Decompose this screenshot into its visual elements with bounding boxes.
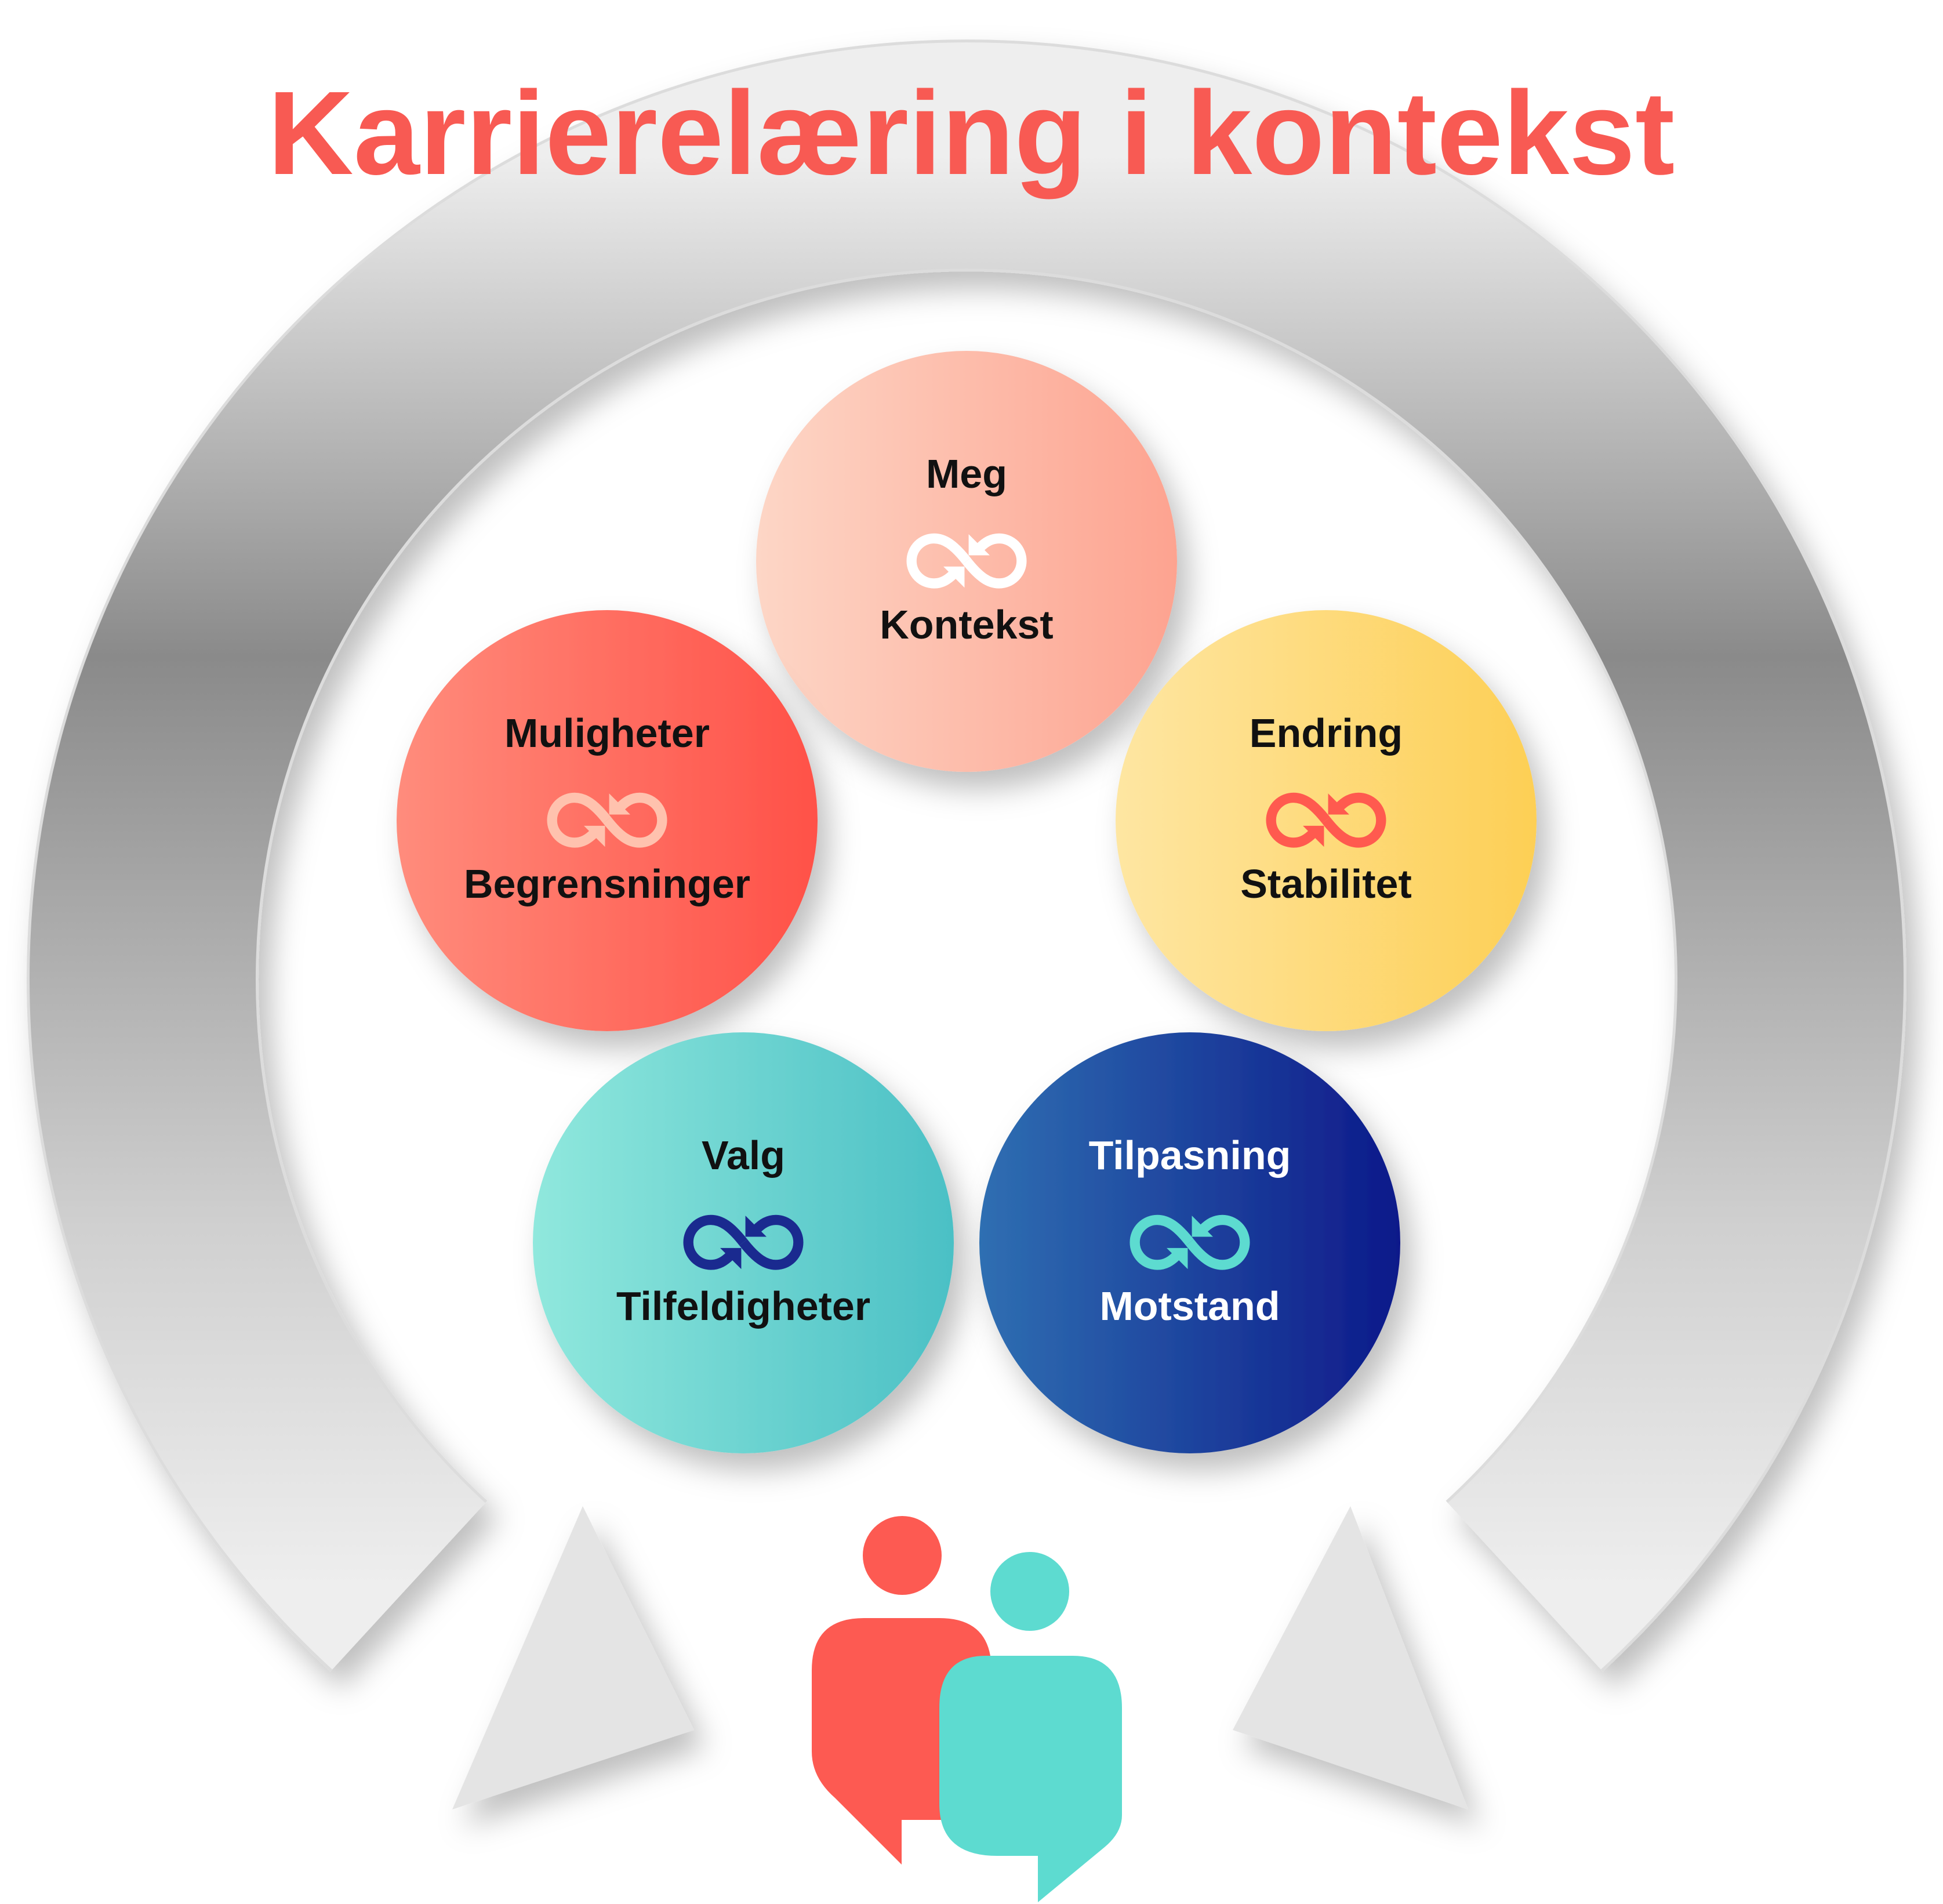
circle-tilpasning: Tilpasning Motstand [979,1032,1400,1453]
circle-valg: Valg Tilfeldigheter [533,1032,954,1453]
arrowhead-right [1233,1506,1468,1809]
circle-tilpasning-bottom-label: Motstand [1099,1283,1280,1329]
person-teal-head [990,1552,1069,1631]
circle-endring-top-label: Endring [1250,710,1403,756]
circle-muligheter-bottom-label: Begrensninger [464,861,750,906]
person-teal-body [939,1656,1122,1902]
circle-tilpasning-top-label: Tilpasning [1089,1133,1291,1178]
circle-meg-top-label: Meg [926,451,1007,496]
people-logo [812,1516,1122,1902]
diagram-title: Karrierelæring i kontekst [268,67,1675,200]
circle-endring: Endring Stabilitet [1116,610,1537,1031]
arrowhead-left [452,1506,694,1809]
circle-muligheter: Muligheter Begrensninger [397,610,818,1031]
circle-valg-bottom-label: Tilfeldigheter [616,1283,870,1329]
cycle-arrow [27,39,1906,1809]
circle-meg-bottom-label: Kontekst [880,602,1053,647]
circle-endring-bottom-label: Stabilitet [1240,861,1412,906]
circle-meg: Meg Kontekst [756,351,1177,772]
circle-valg-top-label: Valg [702,1133,785,1178]
circle-muligheter-top-label: Muligheter [504,710,710,756]
person-red-head [863,1516,942,1595]
